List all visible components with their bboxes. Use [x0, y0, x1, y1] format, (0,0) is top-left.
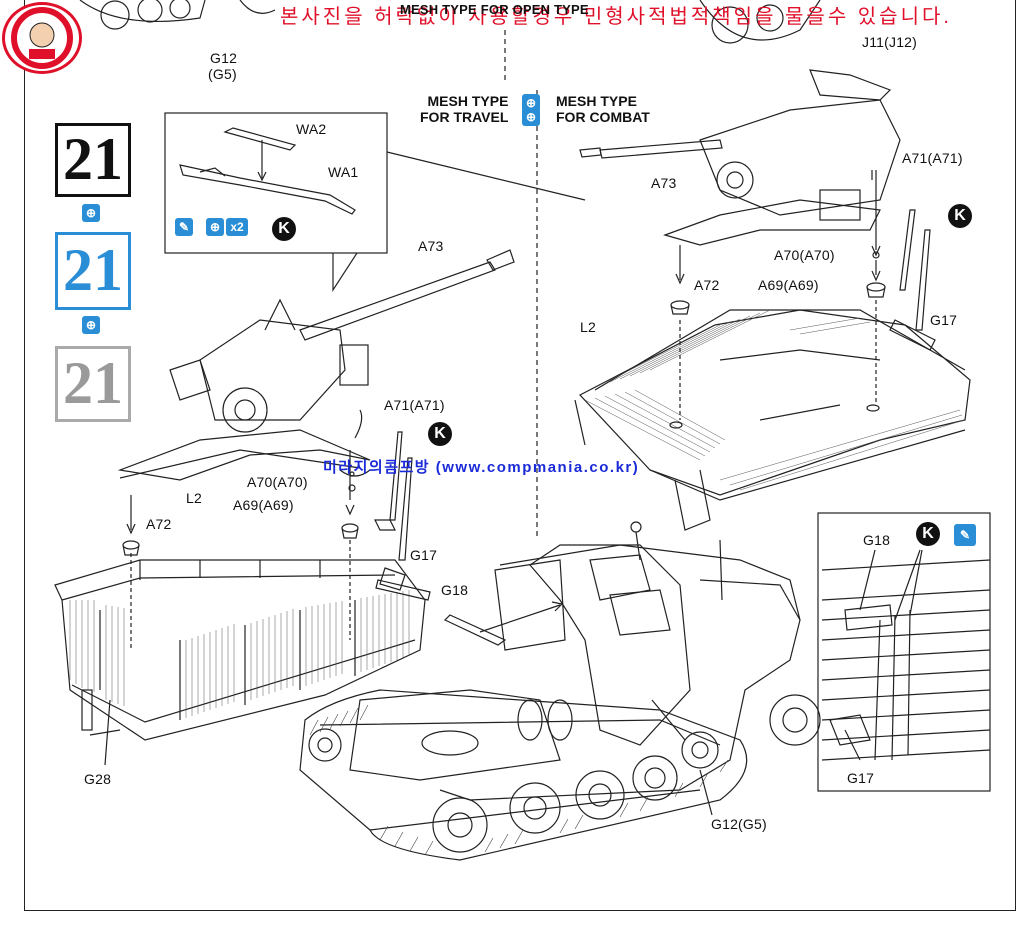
mode-travel-icon: ⊕ [522, 94, 540, 112]
label-a71-right: A71(A71) [902, 150, 963, 166]
label-a72-left: A72 [146, 516, 172, 532]
badge-k-callout: K [272, 217, 296, 241]
label-g17-right: G17 [930, 312, 958, 328]
page-frame [24, 0, 1016, 911]
g18-rack-left [443, 614, 507, 646]
top-hatch-remnant [239, 0, 276, 14]
paint-icon: ✎ [175, 218, 193, 236]
step-number-box-combat: 21 [55, 346, 131, 422]
watermark-middle: 미라지의콤프방 (www.compmania.co.kr) [323, 459, 640, 476]
label-a69-right: A69(A69) [758, 277, 819, 293]
label-a71-left: A71(A71) [384, 397, 445, 413]
label-g12-top: G12 [210, 50, 238, 66]
label-l2-right: L2 [580, 319, 596, 335]
step-number-box-travel: 21 [55, 232, 131, 310]
mode-combat-icon: ⊕ [522, 108, 540, 126]
mesh-combat-icon: ⊕ [82, 316, 100, 334]
watermark-top: 본사진을 허락없이 사용할경우 민형사적법적책임을 물을수 있습니다. [280, 6, 952, 28]
label-wa1: WA1 [328, 164, 359, 180]
label-j11: J11(J12) [862, 34, 918, 50]
label-a70-left: A70(A70) [247, 474, 308, 490]
quantity-icon: x2 [226, 218, 248, 236]
step-number-box: 21 [55, 123, 131, 197]
label-a73-right: A73 [651, 175, 677, 191]
label-g17-left: G17 [410, 547, 438, 563]
label-a69-left: A69(A69) [233, 497, 294, 513]
leader-2 [651, 699, 686, 741]
right-truck-bed [574, 309, 971, 531]
label-g28: G28 [84, 771, 112, 787]
left-assembly-arrows [122, 409, 431, 650]
watermark-logo [2, 2, 82, 74]
halftrack-body [349, 521, 821, 801]
top-right-track-remnant [699, 0, 821, 44]
right-assembly-arrows [669, 170, 936, 429]
right-flak-gun [579, 69, 901, 246]
left-flak-gun [117, 249, 515, 481]
label-wa2: WA2 [296, 121, 327, 137]
label-a70-right: A70(A70) [774, 247, 835, 263]
mesh-icon: ⊕ [206, 218, 224, 236]
track-assembly [299, 689, 748, 861]
label-l2-left: L2 [186, 490, 202, 506]
g18-arrow [479, 604, 561, 633]
callout-box [164, 112, 586, 293]
badge-k-right: K [948, 204, 972, 228]
left-bed-mesh [69, 590, 410, 718]
label-a73-left: A73 [418, 238, 444, 254]
g12-leader-bottom [699, 769, 713, 816]
left-truck-bed [54, 559, 426, 741]
header-overlay: MESH TYPE FOR OPEN TYPE [400, 2, 589, 17]
label-g5-top: (G5) [208, 66, 237, 82]
label-a72-right: A72 [694, 277, 720, 293]
inset-detail-box [817, 512, 991, 792]
label-g12-bottom: G12(G5) [711, 816, 767, 832]
badge-k-left: K [428, 422, 452, 446]
label-g18-left: G18 [441, 582, 469, 598]
label-g17-inset: G17 [847, 770, 875, 786]
mesh-travel-icon: ⊕ [82, 204, 100, 222]
badge-k-inset: K [916, 522, 940, 546]
label-g18-inset: G18 [863, 532, 891, 548]
g28-leader [104, 699, 111, 766]
track-links [309, 704, 729, 856]
paint-icon-inset: ✎ [954, 524, 976, 546]
top-left-track-remnant [79, 0, 206, 30]
